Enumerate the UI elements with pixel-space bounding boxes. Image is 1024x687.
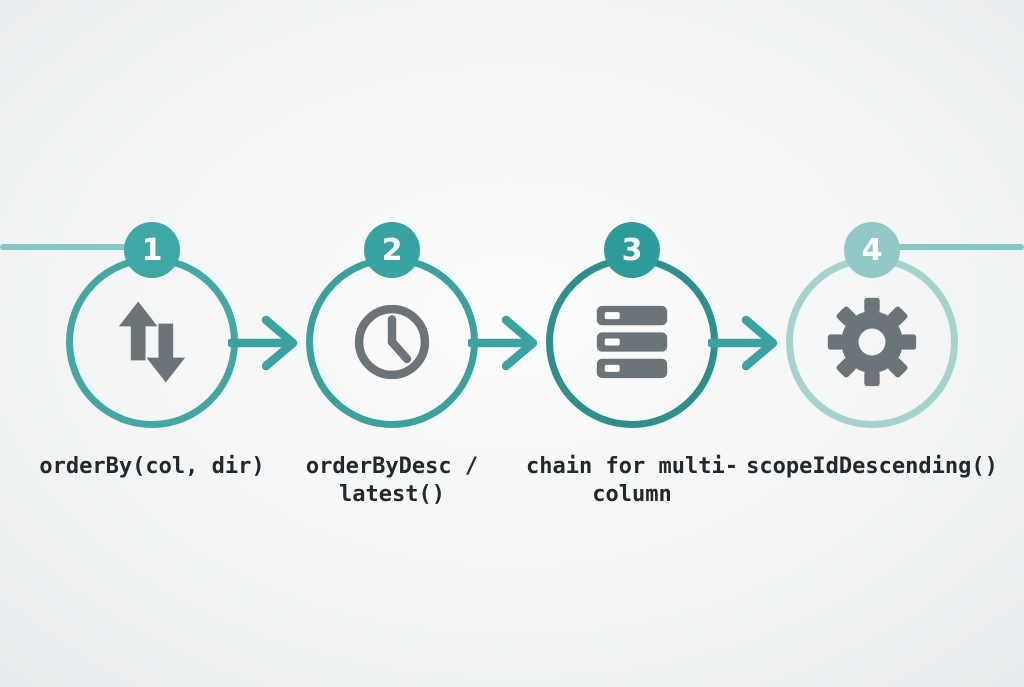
step-4-badge: 4 (844, 222, 900, 278)
arrow-2-3-icon (468, 315, 538, 371)
arrow-1-2-icon (228, 315, 298, 371)
step-1-number: 1 (141, 232, 163, 268)
arrow-3-4-icon (708, 315, 778, 371)
connector-line-right (870, 244, 1024, 250)
step-2-number: 2 (381, 232, 403, 268)
step-2-circle (306, 256, 478, 428)
step-4-label: scopeIdDescending() (746, 454, 998, 479)
database-stack-icon (596, 305, 668, 379)
step-3-label: chain for multi-column (526, 454, 738, 507)
step-1-label: orderBy(col, dir) (39, 454, 265, 479)
step-4-circle (786, 256, 958, 428)
step-1-circle (66, 256, 238, 428)
step-3-circle (546, 256, 718, 428)
step-2-label: orderByDesc / latest() (305, 454, 479, 507)
step-3-number: 3 (621, 232, 643, 268)
step-4-number: 4 (861, 232, 883, 268)
step-2-badge: 2 (364, 222, 420, 278)
step-3-badge: 3 (604, 222, 660, 278)
connector-line-left (0, 244, 152, 250)
step-1-badge: 1 (124, 222, 180, 278)
gear-icon (827, 297, 917, 387)
sort-arrows-icon (118, 301, 186, 383)
clock-icon (354, 304, 430, 380)
